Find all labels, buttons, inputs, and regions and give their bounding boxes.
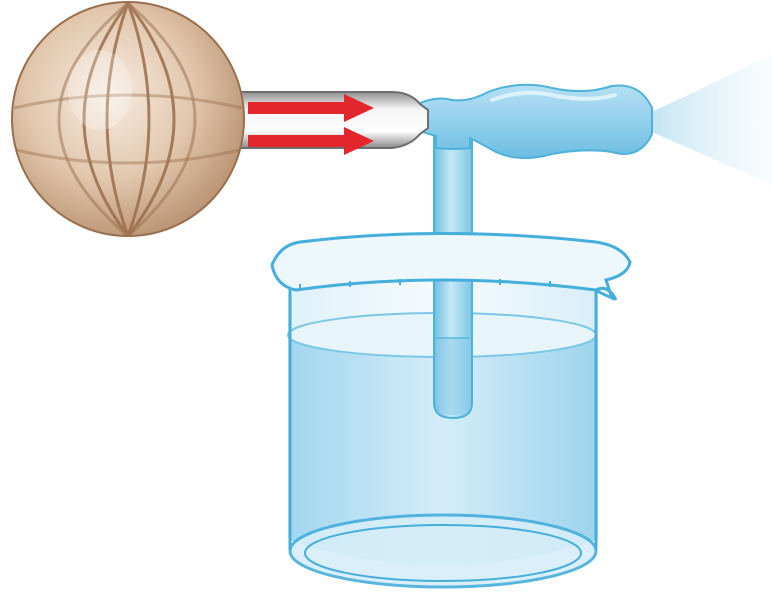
spray-mist [652, 55, 772, 185]
atomizer-tube [420, 85, 652, 158]
squeeze-bulb [12, 2, 244, 236]
